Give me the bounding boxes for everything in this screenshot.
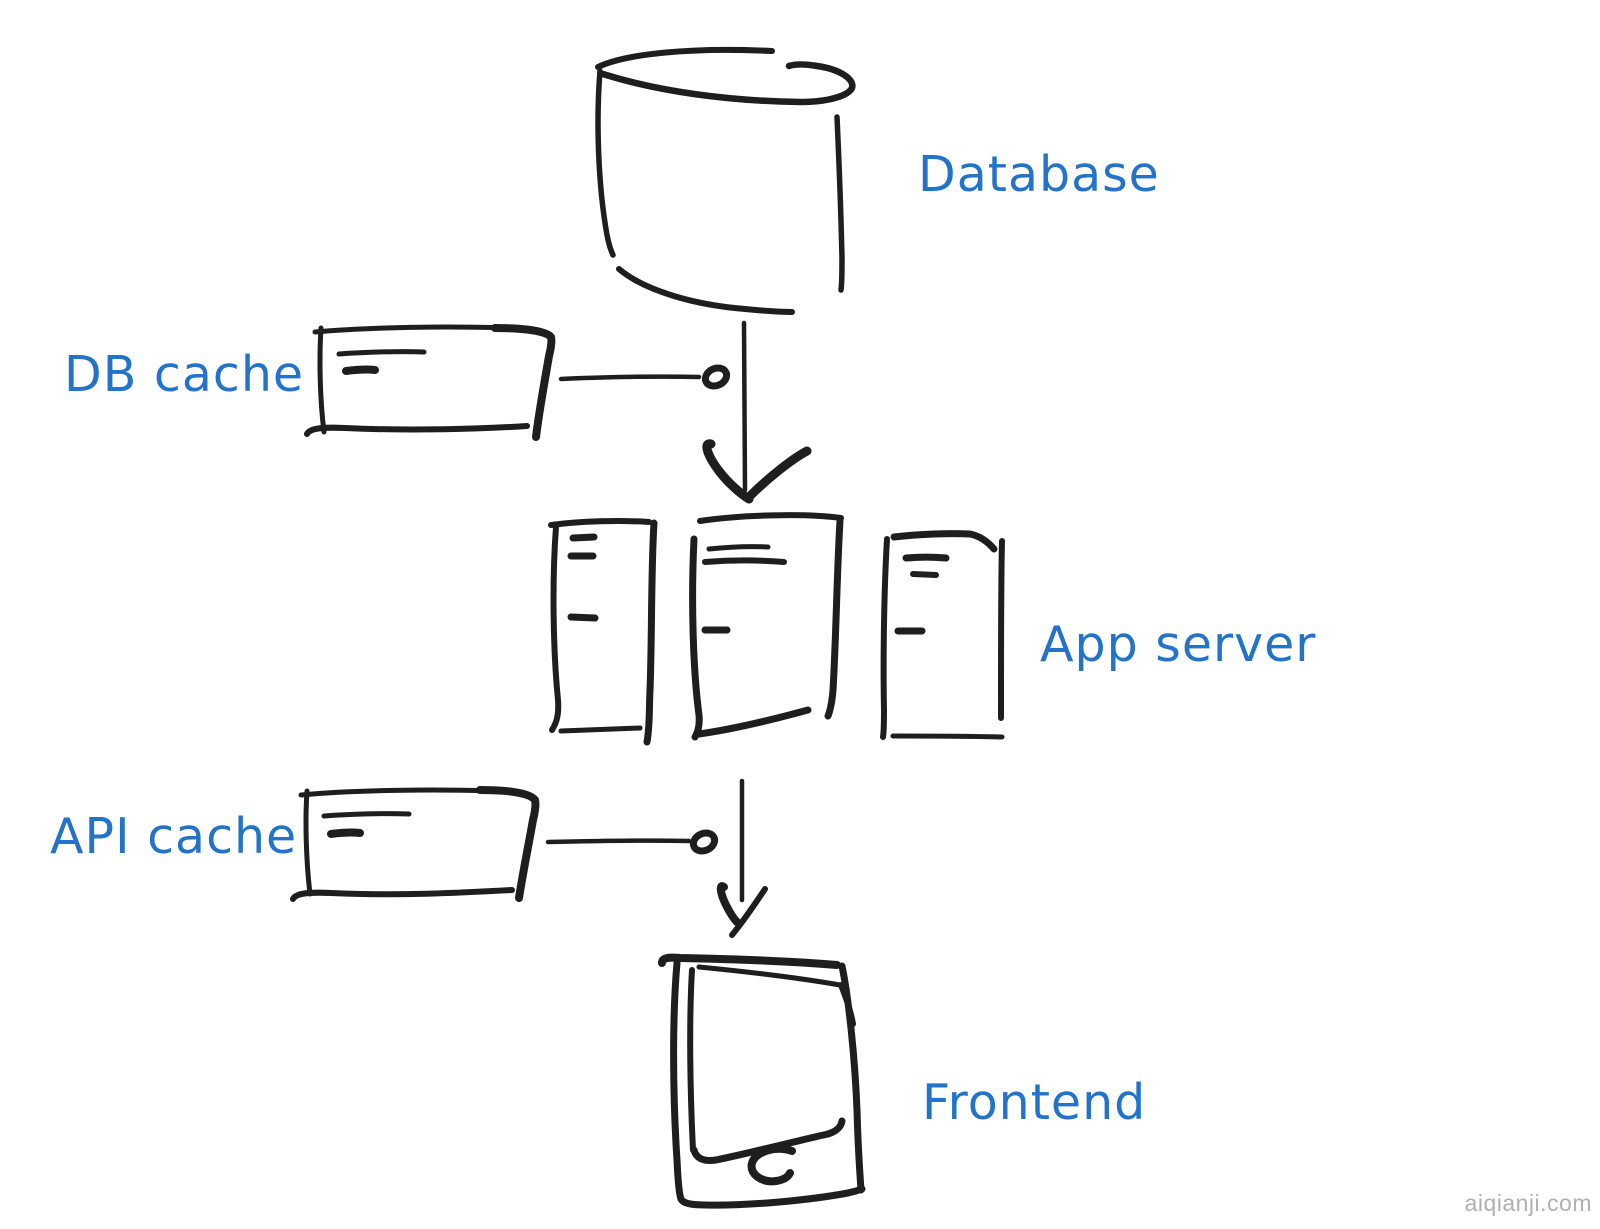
label-frontend: Frontend bbox=[922, 1074, 1147, 1131]
frontend-phone-icon bbox=[658, 953, 866, 1209]
db-cache-connector bbox=[558, 364, 731, 390]
api-cache-connector bbox=[545, 829, 719, 855]
watermark: aiqianji.com bbox=[1464, 1190, 1592, 1216]
label-db-cache: DB cache bbox=[64, 346, 305, 403]
db-cache-box-icon bbox=[304, 324, 556, 441]
arrow-database-to-app-server bbox=[702, 320, 812, 504]
arrow-app-server-to-frontend bbox=[716, 778, 768, 938]
app-server-racks-icon bbox=[548, 512, 1005, 746]
label-api-cache: API cache bbox=[50, 808, 298, 865]
label-app-server: App server bbox=[1040, 616, 1317, 673]
api-cache-box-icon bbox=[290, 786, 540, 902]
database-cylinder-icon bbox=[595, 46, 856, 315]
label-database: Database bbox=[918, 146, 1160, 203]
